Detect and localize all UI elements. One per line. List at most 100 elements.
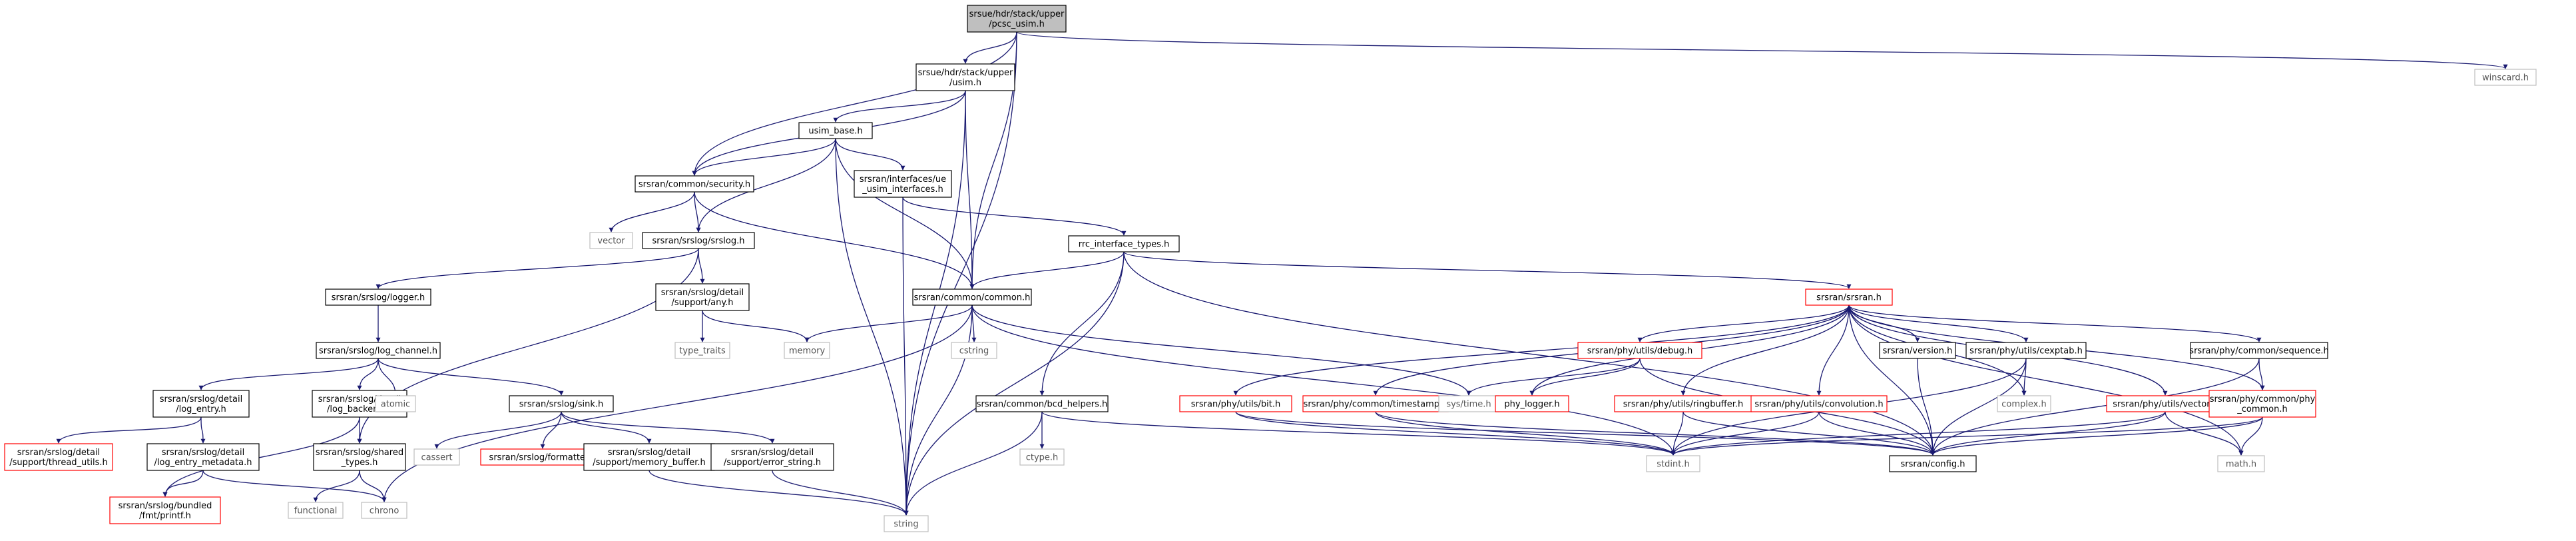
node-stdint: stdint.h [1646, 455, 1700, 472]
node-box [655, 283, 750, 311]
node-label: _types.h [341, 458, 378, 468]
node-memory_buffer[interactable]: srsran/srslog/detail/support/memory_buff… [583, 443, 715, 471]
node-label: memory [789, 346, 826, 356]
node-math_h: math.h [2217, 455, 2265, 472]
node-label: chrono [370, 506, 399, 516]
edge-cexptab_h-to-config_h [1930, 358, 2027, 456]
node-box [146, 443, 260, 471]
node-bcd_helpers[interactable]: srsran/common/bcd_helpers.h [975, 395, 1109, 412]
edge-detail_any-to-memory [702, 310, 810, 342]
node-label: cstring [959, 346, 989, 356]
node-common[interactable]: srsran/common/common.h [912, 288, 1032, 306]
edge-srsran_h-to-sequence_h [1848, 304, 2262, 342]
node-label: stdint.h [1657, 460, 1689, 470]
node-srsran_h[interactable]: srsran/srsran.h [1805, 288, 1893, 306]
node-phy_logger[interactable]: phy_logger.h [1495, 395, 1569, 412]
node-srslog[interactable]: srsran/srslog/srslog.h [642, 232, 755, 249]
node-box [884, 515, 929, 532]
node-box [2217, 455, 2265, 472]
node-log_entry_md[interactable]: srsran/srslog/detail/log_entry_metadata.… [146, 443, 260, 471]
node-label: phy_logger.h [1504, 400, 1559, 410]
node-box [1495, 395, 1569, 412]
node-label: /support/error_string.h [724, 458, 821, 468]
node-box [710, 443, 834, 471]
node-rrc_types[interactable]: rrc_interface_types.h [1068, 235, 1180, 253]
node-box [325, 288, 431, 306]
edge-sink-to-memory_buffer [561, 411, 652, 444]
node-box [1997, 395, 2051, 412]
node-box [912, 288, 1032, 306]
edge-srsran_h-to-math_h [1848, 304, 2244, 456]
node-ringbuffer_h[interactable]: srsran/phy/utils/ringbuffer.h [1614, 395, 1752, 412]
node-box [1302, 395, 1449, 412]
node-log_channel[interactable]: srsran/srslog/log_channel.h [316, 342, 441, 359]
edge-sequence_h-to-phy_common [2258, 358, 2265, 390]
edge-ue_usim_if-to-rrc_types [902, 197, 1127, 236]
node-box [313, 443, 406, 471]
node-label: srsran/srslog/sink.h [519, 400, 603, 410]
node-cexptab_h[interactable]: srsran/phy/utils/cexptab.h [1965, 342, 2087, 359]
node-label: srsran/phy/utils/bit.h [1191, 400, 1280, 410]
node-label: srsran/phy/common/timestamp.h [1304, 400, 1448, 410]
node-printf_h[interactable]: srsran/srslog/bundled/fmt/printf.h [109, 496, 221, 524]
edge-convolution_h-to-config_h [1818, 411, 1935, 456]
node-label: srsran/phy/common/phy [2210, 394, 2316, 404]
node-label: /log_entry.h [176, 404, 226, 414]
edge-usim-to-usim_base [833, 90, 966, 123]
node-debug_h[interactable]: srsran/phy/utils/debug.h [1577, 342, 1702, 359]
node-label: functional [294, 506, 338, 516]
node-log_entry[interactable]: srsran/srslog/detail/log_entry.h [152, 390, 250, 418]
node-pcsc_usim[interactable]: srsue/hdr/stack/upper/pcsc_usim.h [967, 5, 1067, 33]
edge-log_backend-to-printf_h [162, 416, 360, 497]
node-box [1889, 455, 1977, 472]
node-usim[interactable]: srsue/hdr/stack/upper/usim.h [915, 63, 1015, 91]
node-label: srsran/version.h [1883, 346, 1953, 356]
node-label: /support/thread_utils.h [9, 458, 108, 468]
node-detail_any[interactable]: srsran/srslog/detail/support/any.h [655, 283, 750, 311]
node-version_h[interactable]: srsran/version.h [1879, 342, 1956, 359]
edge-bit_h-to-config_h [1235, 411, 1935, 456]
node-box [1179, 395, 1292, 412]
edge-pcsc_usim-to-security [692, 31, 1017, 176]
node-label: srsran/srslog/log_channel.h [319, 346, 437, 356]
edge-log_channel-to-atomic [378, 358, 398, 396]
node-convolution_h[interactable]: srsran/phy/utils/convolution.h [1750, 395, 1888, 412]
node-config_h[interactable]: srsran/config.h [1889, 455, 1977, 472]
node-cstring: cstring [951, 342, 997, 359]
node-ue_usim_if[interactable]: srsran/interfaces/ue_usim_interfaces.h [854, 170, 952, 198]
edge-usim_base-to-ue_usim_if [835, 138, 905, 171]
edge-srsran_h-to-version_h [1848, 304, 1920, 342]
edge-common-to-string [903, 304, 973, 516]
node-usim_base[interactable]: usim_base.h [798, 122, 873, 139]
node-vector_h[interactable]: srsran/phy/utils/vector.h [2106, 395, 2224, 412]
node-label: srsran/srslog/srslog.h [652, 237, 745, 247]
node-label: ctype.h [1026, 453, 1059, 463]
node-label: rrc_interface_types.h [1079, 240, 1170, 250]
node-sink[interactable]: srsran/srslog/sink.h [509, 395, 614, 412]
node-box [1646, 455, 1700, 472]
edge-pcsc_usim-to-usim [963, 31, 1017, 64]
node-sequence_h[interactable]: srsran/phy/common/sequence.h [2189, 342, 2329, 359]
node-phy_common[interactable]: srsran/phy/common/phy_common.h [2208, 390, 2316, 418]
node-label: srsran/srslog/shared [316, 448, 403, 458]
node-timestamp_h[interactable]: srsran/phy/common/timestamp.h [1302, 395, 1449, 412]
node-label: winscard.h [2482, 73, 2529, 83]
node-security[interactable]: srsran/common/security.h [635, 175, 754, 193]
node-error_string[interactable]: srsran/srslog/detail/support/error_strin… [710, 443, 834, 471]
node-logger[interactable]: srsran/srslog/logger.h [325, 288, 431, 306]
node-bit_h[interactable]: srsran/phy/utils/bit.h [1179, 395, 1292, 412]
node-box [583, 443, 715, 471]
node-box [642, 232, 755, 249]
edge-bcd_helpers-to-string [903, 411, 1043, 516]
node-chrono: chrono [361, 502, 407, 519]
node-shared_types[interactable]: srsran/srslog/shared_types.h [313, 443, 406, 471]
node-box [1019, 448, 1065, 466]
node-cassert: cassert [413, 448, 460, 466]
edge-log_channel-to-log_entry [198, 358, 379, 390]
node-box [361, 502, 407, 519]
node-thread_utils[interactable]: srsran/srslog/detail/support/thread_util… [4, 443, 113, 471]
node-label: srsran/srslog/detail [661, 288, 744, 298]
node-label: /support/any.h [671, 298, 733, 308]
node-label: usim_base.h [808, 127, 862, 137]
